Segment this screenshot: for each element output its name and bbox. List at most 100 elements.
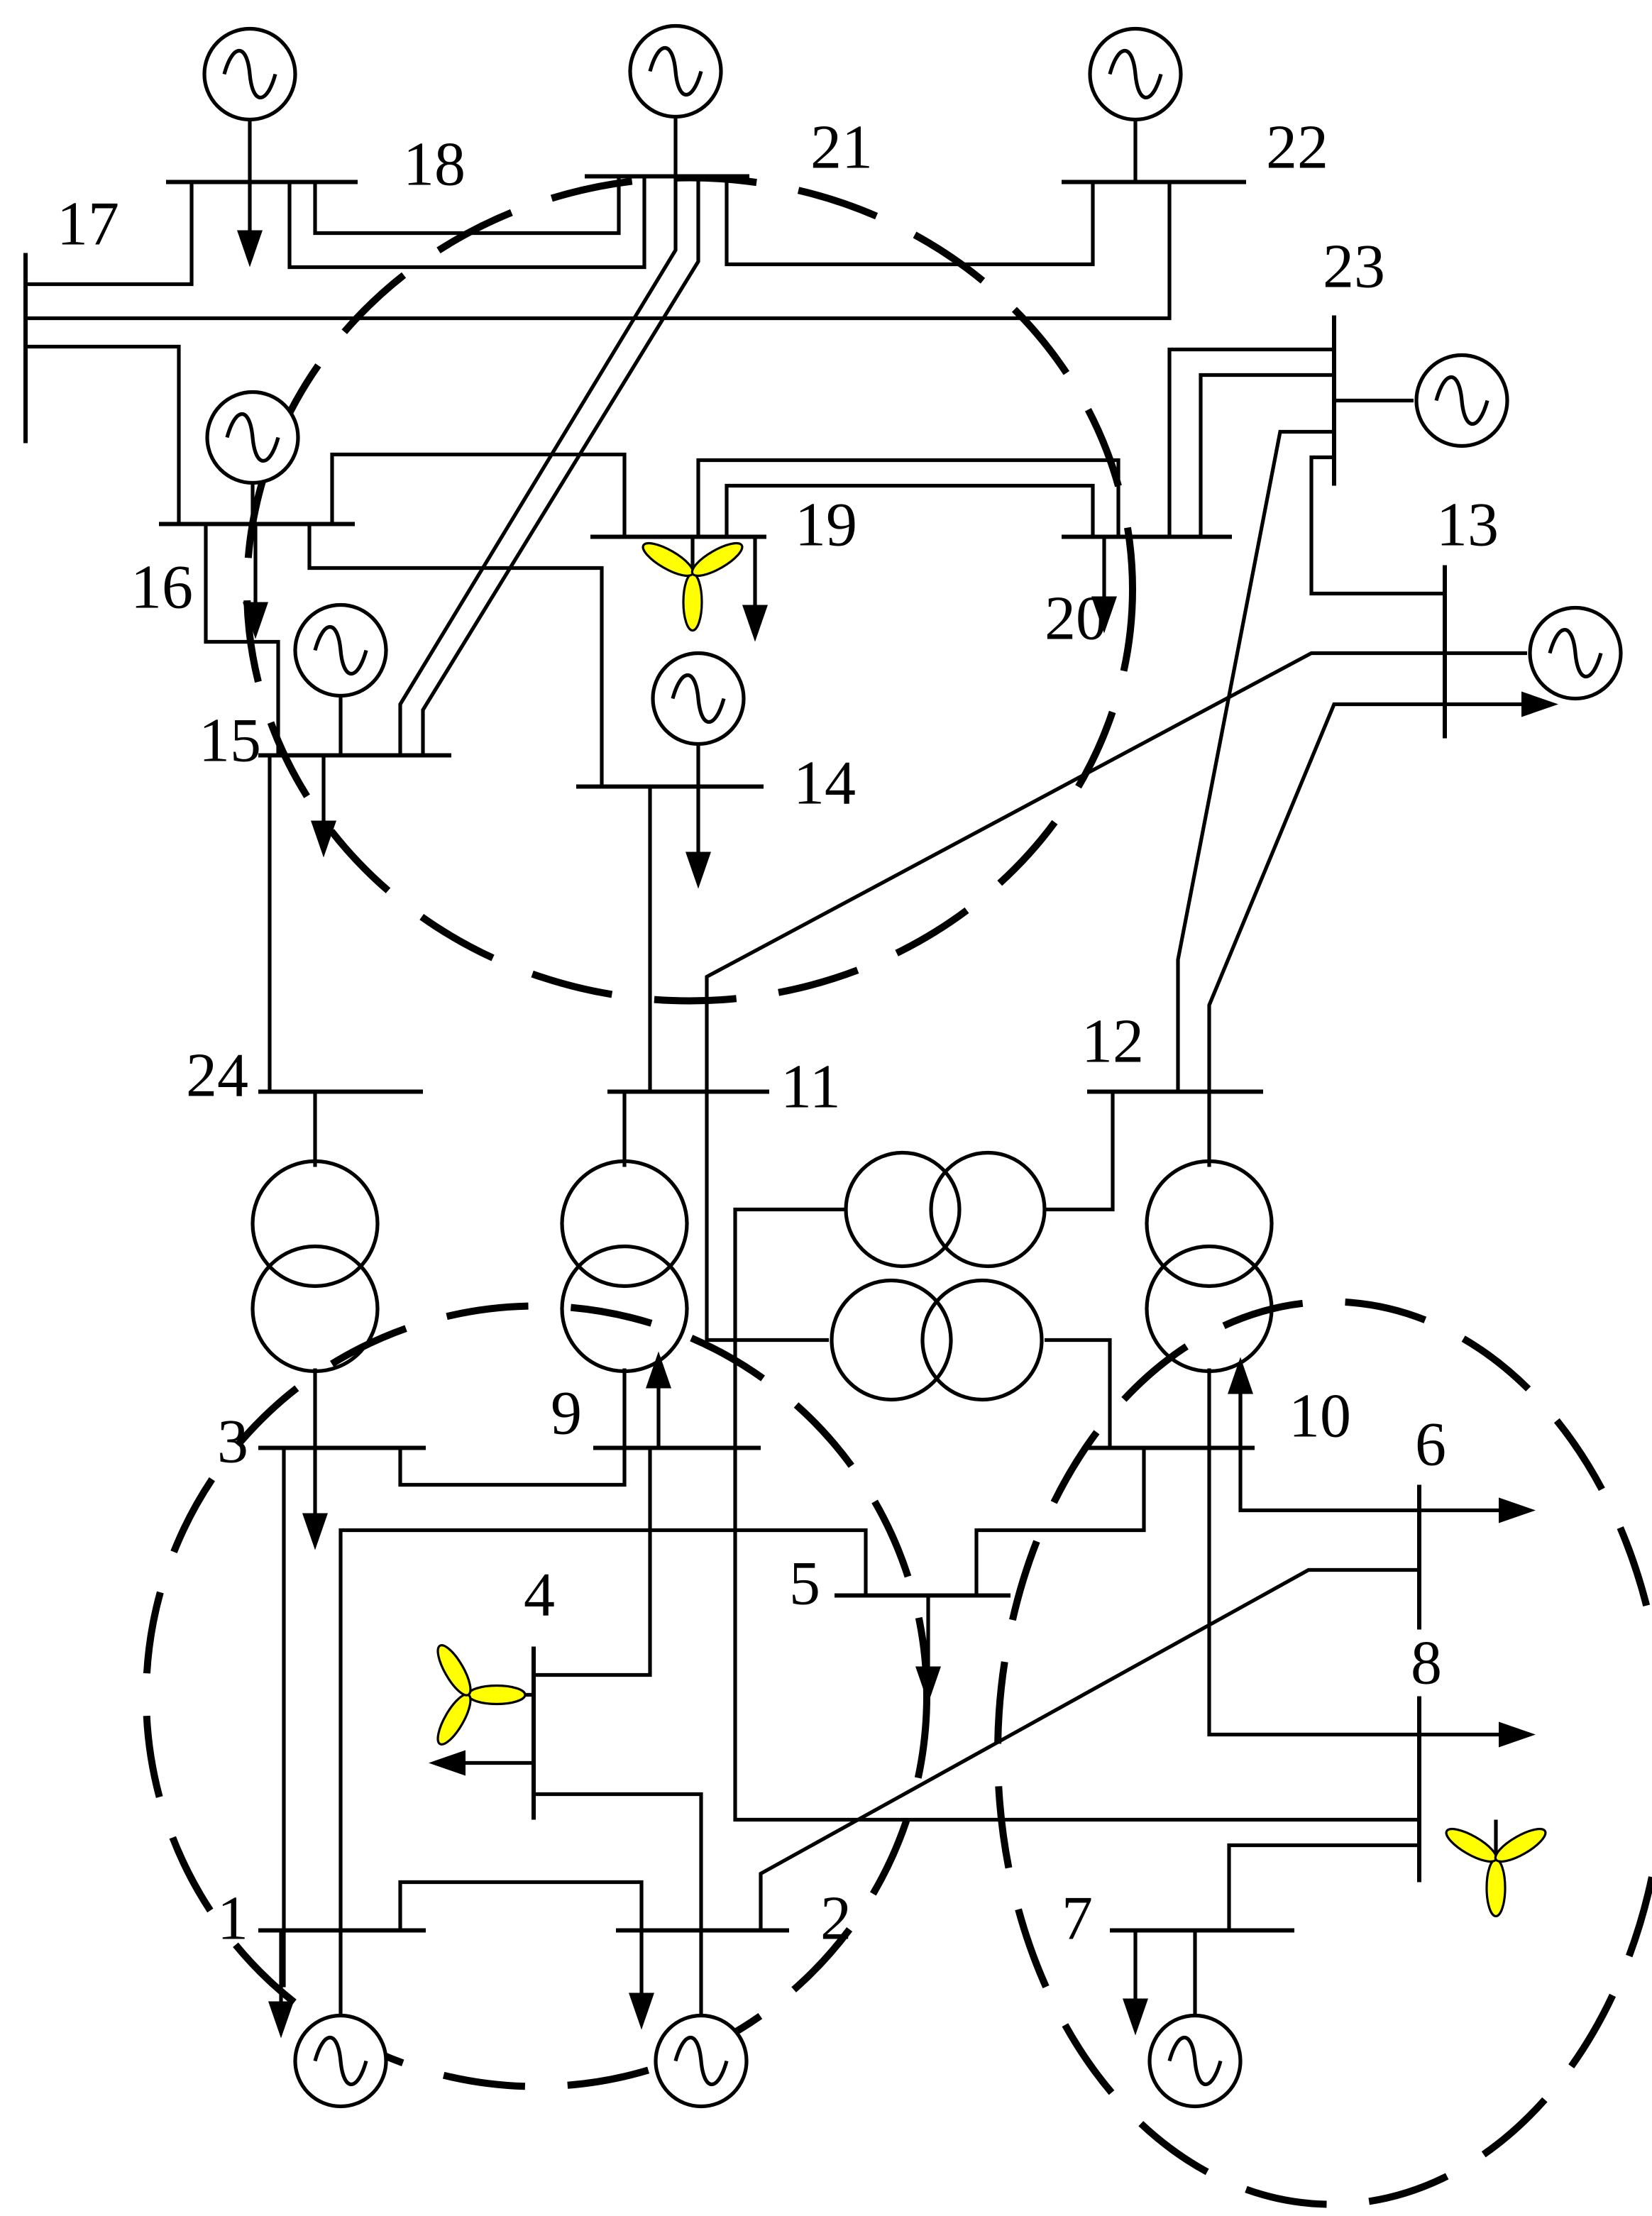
arrow-head-icon <box>742 605 768 642</box>
line-xf-9 <box>398 1368 627 1487</box>
line-20-23-b <box>1199 373 1334 537</box>
line-1-2 <box>398 1880 644 1931</box>
bus-label-17: 17 <box>57 190 119 259</box>
line-21-15-a <box>421 176 700 756</box>
line-8-7 <box>1227 1843 1419 1931</box>
transformer-winding-lower <box>1145 1244 1274 1374</box>
generator-bus-15 <box>293 602 388 756</box>
load-arrow-bus-5 <box>915 1595 941 1704</box>
load-arrow-bus-7 <box>1123 1930 1148 2036</box>
transformer-24-3 <box>250 1159 380 1374</box>
line-17-16 <box>26 344 181 524</box>
transformer-winding-upper <box>250 1159 380 1289</box>
transformer-12-9 <box>830 1278 1044 1402</box>
transformer-11-9 <box>560 1159 689 1374</box>
line-2-6 <box>759 1567 1419 1931</box>
bus-label-21: 21 <box>810 114 873 182</box>
generator-bus-18 <box>202 26 297 182</box>
load-arrow-bus-10 <box>1228 1357 1253 1448</box>
line-18-21-b <box>287 176 646 270</box>
generator-bus-7 <box>1147 1930 1243 2109</box>
bus-label-9: 9 <box>551 1379 582 1448</box>
line-16-19 <box>330 452 627 537</box>
arrow-head-icon <box>1091 596 1117 634</box>
bus-label-22: 22 <box>1266 114 1328 182</box>
generator-bus-16 <box>205 390 300 524</box>
bus-labels: 17 18 21 22 23 16 19 20 13 15 14 24 11 1… <box>57 114 1499 1953</box>
line-23-13 <box>1309 455 1445 596</box>
generators <box>202 23 1623 2109</box>
arrow-head-icon <box>429 1750 466 1776</box>
bus-label-14: 14 <box>793 749 856 818</box>
bus-label-3: 3 <box>217 1408 248 1477</box>
arrow-head-icon <box>1521 691 1558 717</box>
line-4-2 <box>534 1792 703 2022</box>
transmission-lines <box>26 176 1445 2022</box>
bus-label-15: 15 <box>199 707 261 776</box>
wind-turbine-bus-4 <box>436 1644 534 1746</box>
arrow-head-icon <box>302 1513 328 1550</box>
generator-bus-14 <box>651 651 746 787</box>
line-20-23-a <box>1167 347 1334 537</box>
transformer-11-10 <box>844 1150 1047 1269</box>
line-xf-mid-b <box>1045 1338 1112 1448</box>
arrow-head-icon <box>646 1351 671 1389</box>
wind-turbine-bus-8 <box>1445 1819 1547 1918</box>
arrow-head-icon <box>1123 1998 1148 2036</box>
wind-blade <box>682 572 703 632</box>
sine-wave-icon <box>1434 375 1489 426</box>
line-9-4 <box>534 1448 652 1677</box>
bus-label-11: 11 <box>781 1053 841 1122</box>
load-arrow-bus-20 <box>1091 536 1117 634</box>
load-arrow-bus-1 <box>268 1930 294 2039</box>
sine-wave-icon <box>313 625 368 676</box>
bus-label-18: 18 <box>403 131 466 199</box>
arrow-head-icon <box>237 230 263 268</box>
bus-label-4: 4 <box>524 1561 555 1630</box>
load-arrow-bus-13 <box>1445 691 1558 717</box>
transformer-winding-lower <box>560 1244 689 1374</box>
bus-label-23: 23 <box>1323 233 1385 302</box>
wind-blade <box>690 541 744 578</box>
line-17-22 <box>26 182 1172 321</box>
line-13-12 <box>1207 702 1445 1092</box>
arrow-head-icon <box>1228 1357 1253 1394</box>
zone-lower-left-boundary <box>143 1302 930 2090</box>
arrow-head-icon <box>311 820 336 858</box>
transformers <box>250 1150 1274 1402</box>
sine-wave-icon <box>313 2036 368 2086</box>
bus-label-24: 24 <box>186 1042 248 1110</box>
load-arrow-bus-2 <box>629 1930 654 2030</box>
line-19-20-a <box>696 458 1120 537</box>
load-arrow-bus-4 <box>429 1750 534 1776</box>
sine-wave-icon <box>673 2036 729 2086</box>
line-xf-mid-a <box>733 1207 1419 1822</box>
bus-label-10: 10 <box>1289 1382 1351 1451</box>
wind-blade <box>436 1693 472 1746</box>
bus-label-1: 1 <box>217 1885 248 1953</box>
transformer-winding-left <box>830 1278 953 1402</box>
load-arrow-bus-16 <box>243 524 268 639</box>
line-17-18 <box>26 182 194 287</box>
wind-blade <box>1485 1858 1507 1918</box>
wind-blade <box>641 541 695 578</box>
sine-wave-icon <box>1167 2036 1223 2086</box>
arrow-head-icon <box>1499 1721 1536 1748</box>
wind-turbine-icon <box>1445 1827 1547 1918</box>
load-arrow-bus-6 <box>1419 1497 1536 1523</box>
wind-blade <box>1494 1827 1547 1863</box>
transformer-winding-upper <box>1145 1159 1274 1289</box>
load-arrows <box>237 182 1558 2039</box>
load-arrow-bus-8 <box>1419 1721 1536 1748</box>
generator-bus-22 <box>1088 26 1183 182</box>
sine-wave-icon <box>648 46 703 97</box>
line-21-22 <box>725 176 1095 267</box>
load-arrow-bus-14 <box>685 786 711 889</box>
line-13-11 <box>705 651 1445 1343</box>
sine-wave-icon <box>222 49 277 99</box>
bus-label-16: 16 <box>131 553 193 622</box>
arrow-head-icon <box>629 1992 654 2030</box>
transformer-winding-left <box>844 1150 962 1269</box>
transformer-winding-lower <box>250 1244 380 1374</box>
bus-label-7: 7 <box>1062 1885 1093 1953</box>
